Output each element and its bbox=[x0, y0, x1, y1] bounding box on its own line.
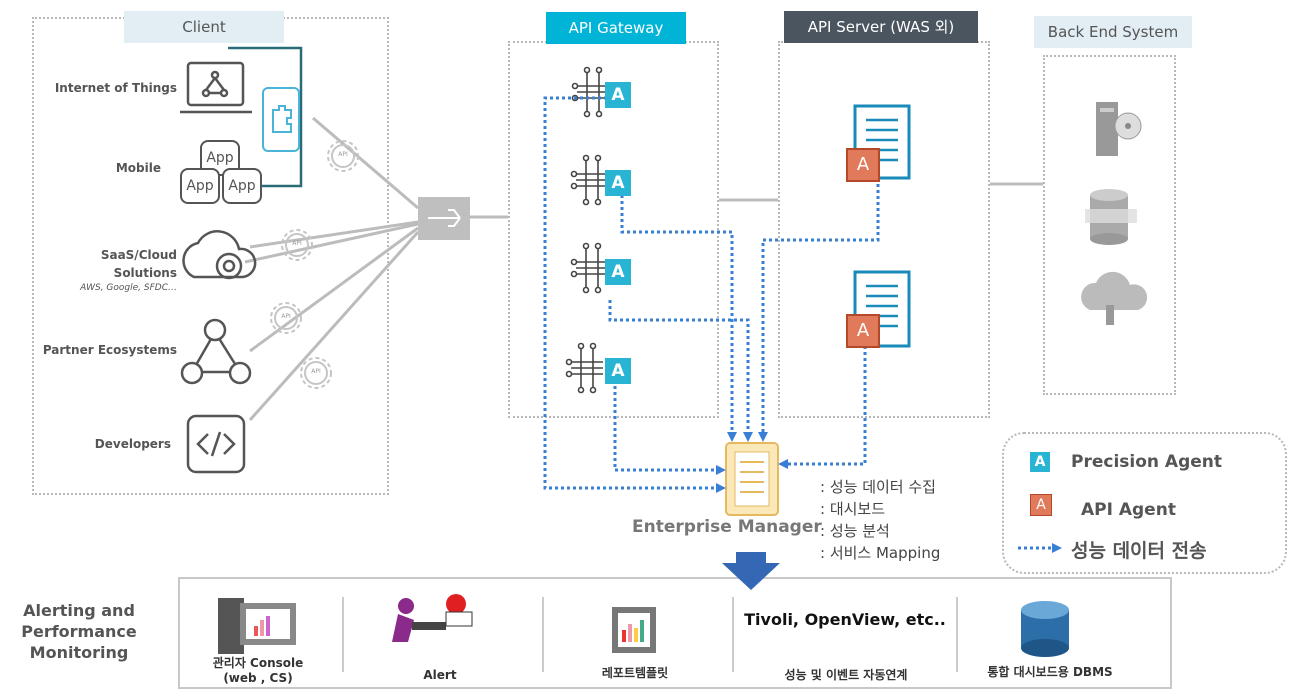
console-icon bbox=[218, 598, 296, 654]
client-label-developers: Developers bbox=[94, 437, 171, 451]
performance-data-flows bbox=[543, 96, 1052, 550]
api-agent-badge: A bbox=[846, 148, 880, 182]
precision-agent-badge: A bbox=[605, 170, 631, 196]
legend-precision-icon: A bbox=[1030, 452, 1050, 472]
dbms-label: 통합 대시보드용 DBMS bbox=[987, 665, 1113, 679]
api-gear-label: API bbox=[311, 368, 321, 375]
client-label-saas-sub: AWS, Google, SFDC… bbox=[80, 283, 177, 293]
backend-zone bbox=[1043, 55, 1176, 395]
legend-api-label: API Agent bbox=[1081, 500, 1176, 520]
backend-cloud-icon bbox=[1081, 271, 1148, 325]
client-label-saas: SaaS/Cloud Solutions bbox=[100, 248, 177, 280]
legend-api-icon: A bbox=[1030, 494, 1052, 516]
client-label-mobile: Mobile bbox=[115, 161, 161, 175]
server-document-icon bbox=[853, 104, 911, 348]
tivoli-sub-label: 성능 및 이벤트 자동연계 bbox=[784, 668, 908, 682]
alert-label: Alert bbox=[423, 668, 457, 682]
em-feature: : 서비스 Mapping bbox=[820, 544, 941, 562]
legend-transfer-label: 성능 데이터 전송 bbox=[1071, 540, 1207, 562]
network-hub-icon bbox=[418, 197, 470, 240]
em-feature: : 성능 데이터 수집 bbox=[820, 478, 936, 496]
em-feature: : 대시보드 bbox=[820, 500, 886, 518]
backend-server-icon bbox=[1096, 102, 1142, 156]
gateway-node-icon bbox=[570, 242, 608, 294]
legend-box bbox=[1002, 432, 1287, 574]
gateway-header: API Gateway bbox=[546, 12, 686, 44]
precision-agent-badge: A bbox=[605, 259, 631, 285]
cloud-icon bbox=[182, 230, 257, 280]
em-feature: : 성능 분석 bbox=[820, 522, 890, 540]
down-arrow bbox=[722, 552, 780, 590]
phone-icon bbox=[262, 87, 300, 152]
api-gear-label: API bbox=[281, 313, 291, 320]
server-header: API Server (WAS 외) bbox=[784, 11, 978, 43]
gateway-node-icon bbox=[565, 342, 603, 394]
em-feature-list: : 성능 데이터 수집 : 대시보드 : 성능 분석 : 서비스 Mapping bbox=[820, 476, 940, 564]
app-icon: App bbox=[222, 168, 262, 204]
gateway-node-icons bbox=[565, 66, 609, 394]
report-label: 레포트템플릿 bbox=[601, 666, 669, 680]
enterprise-manager-label: Enterprise Manager bbox=[632, 517, 822, 537]
api-gear-icon bbox=[270, 140, 359, 389]
client-label-iot: Internet of Things bbox=[54, 81, 177, 95]
report-template-icon bbox=[612, 607, 656, 653]
precision-agent-badge: A bbox=[605, 358, 631, 384]
client-label-partner: Partner Ecosystems bbox=[42, 343, 177, 357]
gateway-node-icon bbox=[570, 154, 608, 206]
console-label: 관리자 Console (web , CS) bbox=[212, 656, 304, 685]
iot-laptop-icon bbox=[180, 61, 252, 114]
app-icon: App bbox=[180, 168, 220, 204]
code-icon bbox=[186, 414, 246, 474]
monitoring-panel bbox=[178, 577, 1172, 689]
api-gear-label: API bbox=[292, 240, 302, 247]
api-agent-badge: A bbox=[846, 314, 880, 348]
flow-arrowheads bbox=[716, 432, 1062, 553]
backend-header: Back End System bbox=[1034, 16, 1192, 48]
alert-icon bbox=[392, 594, 473, 642]
gateway-node-icon bbox=[571, 66, 609, 118]
tivoli-label: Tivoli, OpenView, etc.. bbox=[744, 610, 946, 629]
dbms-icon bbox=[1021, 601, 1069, 657]
mobile-bracket bbox=[228, 46, 303, 188]
backend-database-icon bbox=[1085, 189, 1137, 245]
partner-ecosystem-icon bbox=[180, 318, 252, 385]
api-gear-label: API bbox=[338, 151, 348, 158]
client-connection-lines bbox=[244, 116, 1043, 421]
precision-agent-badge: A bbox=[605, 82, 631, 108]
legend-precision-label: Precision Agent bbox=[1071, 452, 1223, 472]
enterprise-manager-icon bbox=[725, 442, 779, 516]
alerting-title: Alerting and Performance Monitoring bbox=[21, 601, 137, 662]
client-header: Client bbox=[124, 11, 284, 43]
